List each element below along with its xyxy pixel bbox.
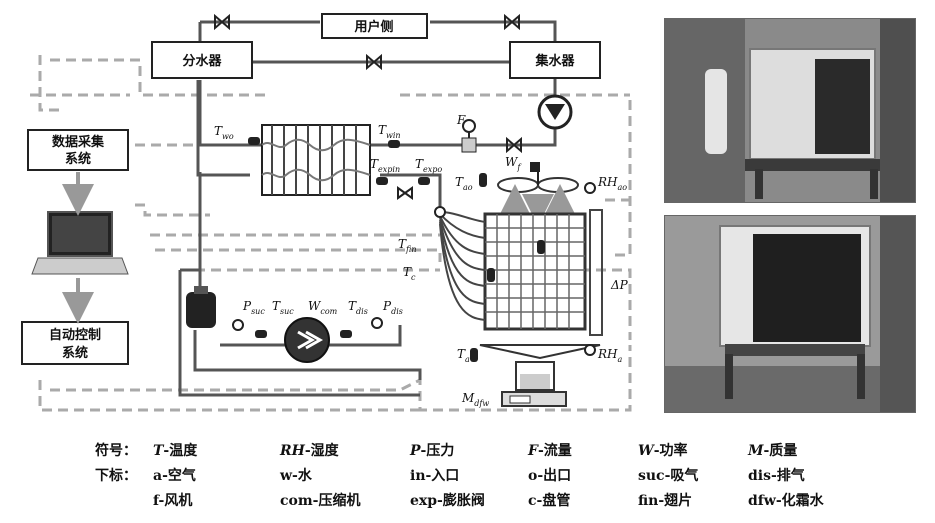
legend-row3-item: f-风机 [153, 493, 193, 509]
defrost-water-scale [479, 344, 601, 407]
compressor-icon [284, 317, 330, 363]
collector-box: 集水器 [509, 41, 601, 79]
legend-row2-prefix: 下标： [95, 468, 137, 484]
pressure-gauges [232, 182, 596, 356]
label-w-f: Wf [505, 155, 522, 172]
legend-row1-item: T-温度 [153, 443, 198, 459]
legend-row3-item: exp-膨胀阀 [410, 493, 485, 509]
daq-line2: 系统 [65, 151, 91, 167]
label-t-c: Tc [403, 265, 416, 282]
distributor-box: 分水器 [151, 41, 253, 79]
legend-row2-item: suc-吸气 [638, 468, 699, 484]
legend-row1-item: RH-湿度 [280, 443, 339, 459]
daq-box: 数据采集 系统 [27, 129, 129, 171]
label-t-wo: Two [214, 124, 234, 141]
label-w-com: Wcom [308, 299, 338, 316]
legend-row2-item: in-入口 [410, 468, 460, 484]
control-box: 自动控制 系统 [21, 321, 129, 365]
legend-row3-item: dfw-化霜水 [748, 493, 824, 509]
label-f: F [456, 113, 466, 127]
legend-row2-item: w-水 [280, 468, 312, 484]
legend-row3-item: com-压缩机 [280, 493, 361, 509]
svg-text:用户侧: 用户侧 [353, 19, 393, 35]
label-t-dis: Tdis [348, 299, 368, 316]
heat-exchanger [261, 124, 371, 196]
label-p-suc: Psuc [242, 299, 265, 316]
unit-photo-bottom [664, 215, 916, 413]
signal-lines [30, 55, 632, 412]
legend-row2-item: dis-排气 [748, 468, 805, 484]
ctrl-line2: 系统 [62, 345, 88, 361]
label-t-win: Twin [378, 123, 401, 140]
legend-row1-item: M-质量 [748, 443, 798, 459]
label-t-ao: Tao [455, 175, 473, 192]
label-rh-ao: RHao [597, 175, 627, 192]
label-t-expo: Texpo [415, 157, 442, 174]
fan-icon [497, 162, 579, 226]
label-t-suc: Tsuc [272, 299, 294, 316]
pump-icon [537, 94, 573, 130]
label-t-expin: Texpin [370, 157, 400, 174]
sensor-labels: Two Twin F Texpin Texpo Tao Wf RHao Tfin… [214, 113, 629, 408]
label-rh-a: RHa [597, 347, 623, 364]
label-p-dis: Pdis [382, 299, 403, 316]
legend-row1-item: P-压力 [410, 443, 455, 459]
legend-row2-item: a-空气 [153, 468, 196, 484]
laptop-icon [31, 211, 129, 275]
legend-row1-item: F-流量 [528, 443, 572, 459]
label-m-dfw: Mdfw [461, 391, 489, 408]
daq-line1: 数据采集 [52, 134, 105, 150]
label-delta-p: ΔP [610, 278, 629, 292]
legend-row3-item: c-盘管 [528, 493, 571, 509]
legend-row1-item: W-功率 [638, 443, 688, 459]
water-pipes [178, 20, 557, 397]
legend-row3-item: fin-翅片 [638, 493, 693, 509]
flow-meter-icon [461, 119, 477, 153]
temperature-sensor-icons [248, 137, 545, 362]
valve-icons [214, 13, 522, 200]
label-t-a: Ta [457, 347, 470, 364]
legend-row1-prefix: 符号： [95, 443, 137, 459]
svg-text:集水器: 集水器 [534, 53, 575, 69]
label-t-fin: Tfin [398, 237, 417, 254]
legend-row2-item: o-出口 [528, 468, 572, 484]
separator-icon [186, 286, 216, 328]
finned-coil [434, 206, 603, 336]
user-side-box: 用户侧 [321, 13, 428, 39]
ctrl-line1: 自动控制 [49, 327, 101, 343]
svg-text:分水器: 分水器 [182, 53, 222, 69]
unit-photo-top [664, 18, 916, 203]
